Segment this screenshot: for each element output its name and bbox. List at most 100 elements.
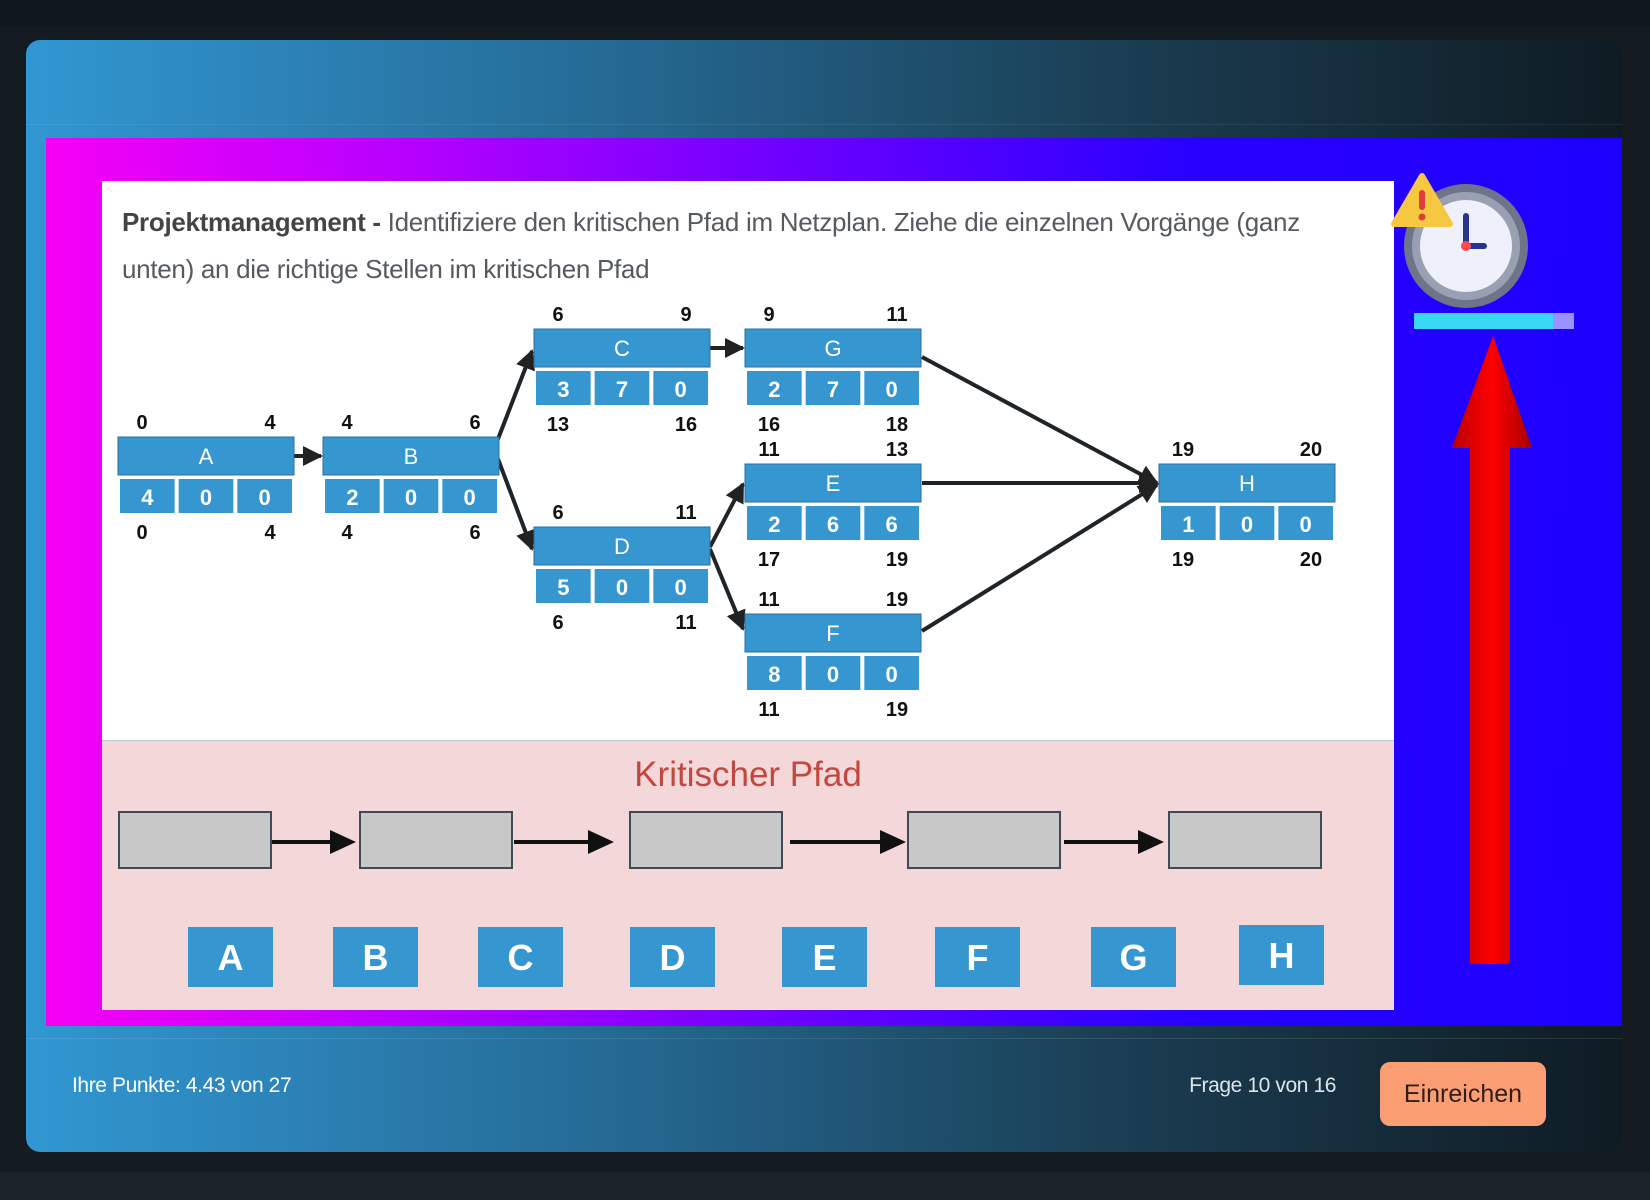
node-earliest-start: 11 (758, 439, 779, 461)
node-total-float: 0 (200, 485, 212, 510)
node-latest-finish: 16 (675, 414, 697, 436)
arrow-right-icon (1064, 830, 1164, 854)
node-earliest-finish: 11 (886, 304, 907, 326)
node-total-float: 7 (827, 377, 839, 402)
node-latest-start: 6 (552, 612, 563, 634)
node-latest-finish: 4 (264, 522, 276, 544)
tile-d[interactable]: D (630, 927, 715, 987)
node-earliest-finish: 9 (680, 304, 691, 326)
node-name: G (824, 336, 841, 361)
edge-b-c (496, 349, 535, 440)
node-total-float: 0 (827, 662, 839, 687)
node-latest-finish: 18 (886, 414, 908, 436)
node-latest-start: 17 (758, 549, 780, 571)
arrow-up-icon (1452, 336, 1532, 964)
node-earliest-start: 11 (758, 589, 779, 611)
node-total-float: 6 (827, 512, 839, 537)
path-slot-3[interactable] (629, 811, 783, 869)
node-duration: 1 (1182, 512, 1194, 537)
node-latest-start: 4 (341, 522, 353, 544)
footer-divider (26, 1038, 1622, 1039)
node-duration: 4 (141, 485, 154, 510)
node-earliest-finish: 4 (264, 412, 276, 434)
header-divider (26, 124, 1622, 125)
node-name: H (1239, 471, 1255, 496)
node-duration: 3 (557, 377, 569, 402)
node-latest-start: 11 (758, 699, 779, 721)
node-earliest-finish: 13 (886, 439, 908, 461)
question-panel: Projektmanagement - Identifiziere den kr… (102, 181, 1394, 1010)
score-text: Ihre Punkte: 4.43 von 27 (72, 1074, 292, 1097)
tile-b[interactable]: B (333, 927, 418, 987)
quiz-card: Projektmanagement - Identifiziere den kr… (26, 40, 1622, 1152)
path-slot-5[interactable] (1168, 811, 1322, 869)
critical-path-title: Kritischer Pfad (634, 755, 862, 794)
node-duration: 2 (346, 485, 358, 510)
path-slot-4[interactable] (907, 811, 1061, 869)
node-name: B (404, 444, 419, 469)
path-slot-2[interactable] (359, 811, 513, 869)
node-latest-start: 0 (136, 522, 147, 544)
node-free-float: 0 (1300, 512, 1312, 537)
edge-g-h (921, 355, 1159, 485)
node-earliest-finish: 19 (886, 589, 908, 611)
tile-g[interactable]: G (1091, 927, 1176, 987)
clock-icon (1391, 173, 1528, 308)
node-total-float: 0 (616, 575, 628, 600)
node-total-float: 0 (405, 485, 417, 510)
edge-d-e (708, 482, 745, 548)
node-duration: 5 (557, 575, 569, 600)
node-latest-finish: 20 (1300, 549, 1322, 571)
node-duration: 8 (768, 662, 780, 687)
node-name: D (614, 534, 630, 559)
node-earliest-finish: 20 (1300, 439, 1322, 461)
node-latest-start: 19 (1172, 549, 1194, 571)
top-bar (0, 0, 1650, 26)
question-text: Projektmanagement - Identifiziere den kr… (122, 199, 1372, 293)
node-latest-start: 16 (758, 414, 780, 436)
node-earliest-finish: 6 (469, 412, 480, 434)
node-latest-finish: 19 (886, 699, 908, 721)
node-duration: 2 (768, 512, 780, 537)
submit-button[interactable]: Einreichen (1380, 1062, 1546, 1126)
tile-f[interactable]: F (935, 927, 1020, 987)
path-slot-1[interactable] (118, 811, 272, 869)
question-body: Identifiziere den kritischen Pfad im Net… (122, 207, 1300, 284)
node-latest-finish: 11 (675, 612, 696, 634)
node-h: 1 0 0 19 20 19 20 (1158, 439, 1336, 571)
timer-progress-fill (1414, 313, 1554, 329)
question-counter: Frage 10 von 16 (1189, 1074, 1336, 1097)
node-name: A (199, 444, 214, 469)
node-total-float: 7 (616, 377, 628, 402)
node-earliest-start: 19 (1172, 439, 1194, 461)
question-topic: Projektmanagement - (122, 207, 381, 237)
node-earliest-start: 6 (552, 502, 563, 524)
edge-b-d (496, 458, 535, 551)
timer-progress-bar (1414, 313, 1574, 329)
arrow-right-icon (790, 830, 906, 854)
node-name: F (826, 621, 839, 646)
node-free-float: 0 (675, 377, 687, 402)
critical-path-dropzone: Kritischer Pfad A B C D E F G H (102, 740, 1394, 1010)
node-earliest-finish: 11 (675, 502, 696, 524)
node-earliest-start: 4 (341, 412, 353, 434)
arrow-right-icon (272, 830, 356, 854)
tile-c[interactable]: C (478, 927, 563, 987)
node-free-float: 0 (464, 485, 476, 510)
bottom-bar (0, 1172, 1650, 1200)
tile-h[interactable]: H (1239, 925, 1324, 985)
tile-e[interactable]: E (782, 927, 867, 987)
node-free-float: 0 (259, 485, 271, 510)
tile-a[interactable]: A (188, 927, 273, 987)
arrow-right-icon (514, 830, 614, 854)
question-stage: Projektmanagement - Identifiziere den kr… (46, 138, 1622, 1026)
node-total-float: 0 (1241, 512, 1253, 537)
node-name: E (826, 471, 841, 496)
node-latest-finish: 19 (886, 549, 908, 571)
